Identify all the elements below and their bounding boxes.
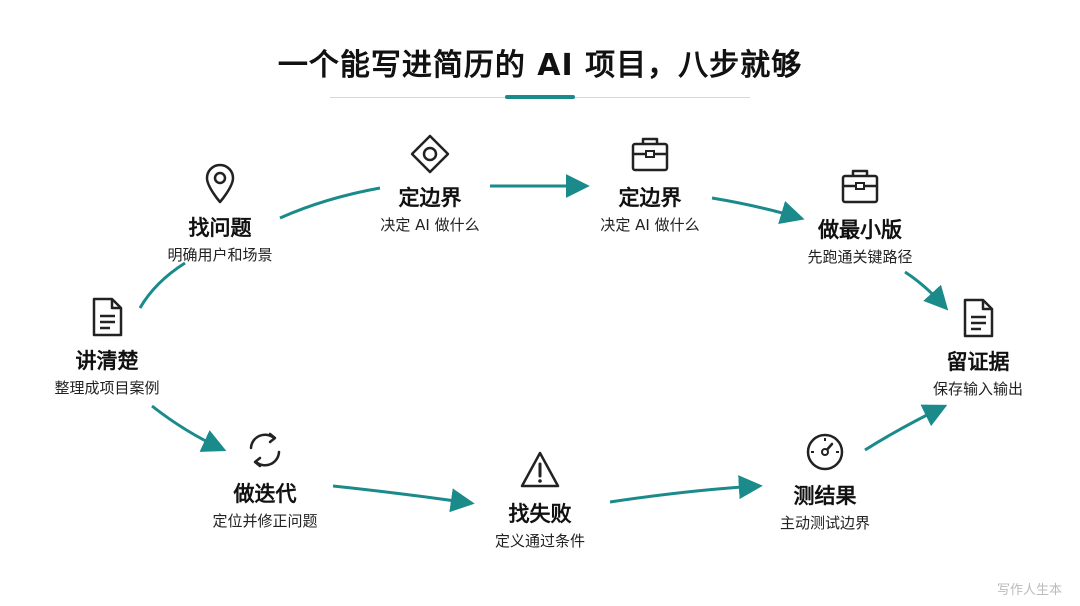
title-accent-bar — [505, 95, 575, 99]
warning-icon — [520, 451, 560, 488]
document-icon — [92, 297, 123, 337]
step-desc: 主动测试边界 — [779, 514, 870, 532]
step-desc: 保存输入输出 — [932, 380, 1023, 398]
arrow-line — [279, 186, 381, 220]
step-test-results: 测结果 主动测试边界 — [745, 430, 905, 533]
watermark: 写作人生本 — [996, 583, 1062, 598]
page-title: 一个能写进简历的 AI 项目，八步就够 — [277, 48, 803, 83]
toolbox-icon — [631, 137, 669, 172]
arrow-line — [138, 261, 186, 309]
diamond-target-icon — [410, 134, 450, 174]
step-desc: 决定 AI 做什么 — [600, 216, 700, 234]
document-icon — [963, 298, 994, 338]
step-label: 找失败 — [508, 502, 572, 526]
step-explain-clearly: 讲清楚 整理成项目案例 — [27, 295, 187, 398]
gauge-icon — [806, 433, 844, 471]
step-desc: 定位并修正问题 — [212, 512, 318, 530]
location-pin-icon — [205, 163, 235, 204]
step-label: 找问题 — [188, 216, 252, 240]
step-find-failures: 找失败 定义通过条件 — [460, 448, 620, 551]
step-desc: 明确用户和场景 — [167, 246, 273, 264]
step-label: 留证据 — [946, 350, 1010, 374]
step-desc: 定义通过条件 — [494, 532, 585, 550]
step-define-boundary-2: 定边界 决定 AI 做什么 — [570, 132, 730, 235]
step-build-mvp: 做最小版 先跑通关键路径 — [780, 164, 940, 267]
step-label: 测结果 — [793, 484, 857, 508]
step-desc: 决定 AI 做什么 — [380, 216, 480, 234]
step-label: 讲清楚 — [75, 349, 139, 373]
toolbox-icon — [841, 169, 879, 204]
arrow — [332, 484, 475, 513]
step-find-problem: 找问题 明确用户和场景 — [140, 162, 300, 265]
step-desc: 整理成项目案例 — [54, 379, 160, 397]
arrow — [151, 404, 227, 452]
cycle-icon — [249, 432, 281, 468]
step-label: 定边界 — [398, 186, 462, 210]
step-label: 做最小版 — [818, 218, 902, 242]
step-label: 定边界 — [618, 186, 682, 210]
arrow — [609, 475, 763, 504]
step-define-boundary: 定边界 决定 AI 做什么 — [350, 132, 510, 235]
step-label: 做迭代 — [233, 482, 297, 506]
step-iterate: 做迭代 定位并修正问题 — [185, 428, 345, 531]
step-keep-evidence: 留证据 保存输入输出 — [898, 296, 1058, 399]
arrow — [904, 270, 949, 311]
arrow — [711, 196, 805, 224]
step-desc: 先跑通关键路径 — [807, 248, 913, 266]
arrow — [864, 404, 948, 452]
